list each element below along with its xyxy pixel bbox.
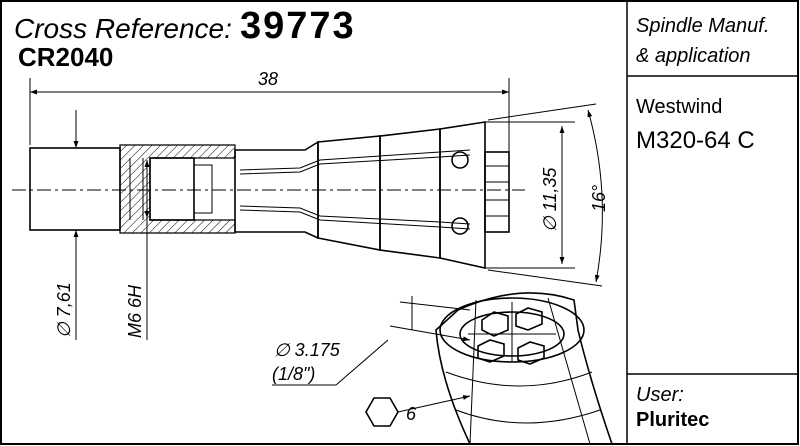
cross-reference-label: Cross Reference: xyxy=(14,13,232,44)
hexagon-icon xyxy=(365,397,399,427)
spindle-model: M320-64 C xyxy=(636,127,755,154)
info-column: Spindle Manuf. & application Westwind M3… xyxy=(626,1,798,444)
length-dimension xyxy=(29,78,510,155)
cross-reference-number: 39773 xyxy=(240,5,356,47)
thread-value: M6 6H xyxy=(125,284,145,338)
hex-size-value: 6 xyxy=(406,404,417,424)
collet-side-view xyxy=(29,121,510,269)
manufacturer-name: Westwind xyxy=(636,96,722,118)
spindle-label-line2: & application xyxy=(636,45,751,67)
front-diameter-dimension xyxy=(485,121,575,269)
collet-isometric-view xyxy=(435,292,614,445)
back-diameter-value: ∅ 7,61 xyxy=(54,282,74,338)
bore-inch-value: (1/8") xyxy=(272,364,315,384)
angle-value: 16° xyxy=(589,185,609,212)
spindle-label-line1: Spindle Manuf. xyxy=(636,15,769,37)
bore-dimension xyxy=(272,296,471,386)
bore-diameter-value: ∅ 3.175 xyxy=(274,340,341,360)
user-label: User: xyxy=(636,384,684,406)
length-value: 38 xyxy=(258,69,278,89)
hex-leader xyxy=(397,395,471,413)
front-diameter-value: ∅ 11,35 xyxy=(540,167,560,232)
part-code: CR2040 xyxy=(18,42,113,72)
angle-dimension xyxy=(487,103,603,287)
user-value: Pluritec xyxy=(636,409,709,431)
